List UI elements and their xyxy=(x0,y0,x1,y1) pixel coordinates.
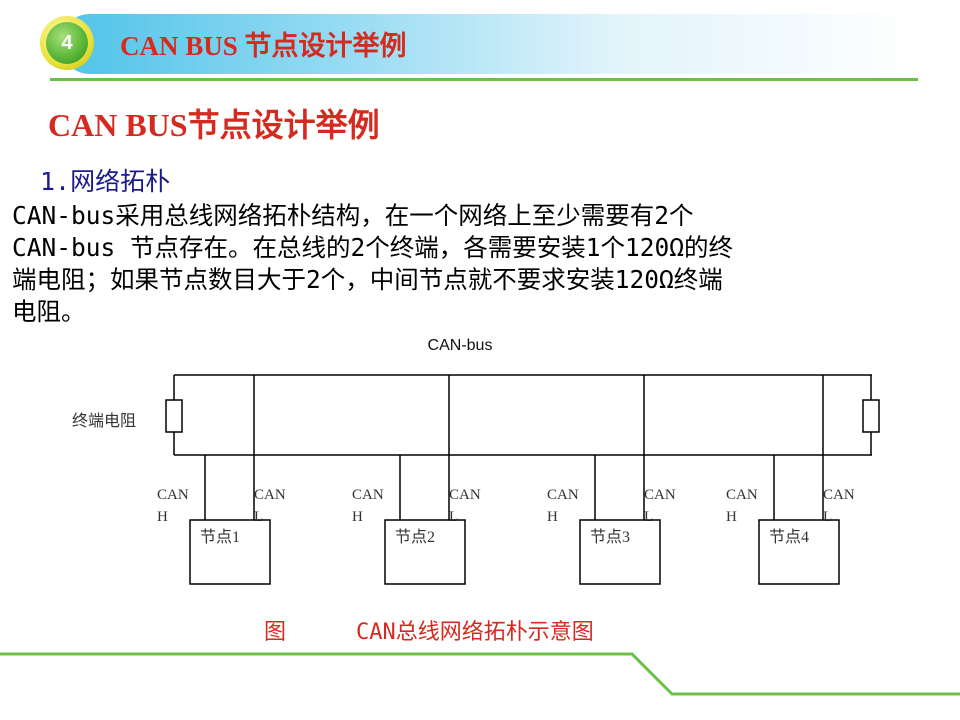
terminator-resistor-right xyxy=(862,399,880,433)
node-1: CAN H CAN L 节点1 xyxy=(157,375,286,585)
can-l-label: CAN xyxy=(449,487,481,503)
can-l-label: L xyxy=(254,509,263,525)
bus-label: CAN-bus xyxy=(428,337,493,354)
node-4: CAN H CAN L 节点4 xyxy=(726,375,855,585)
node-2: CAN H CAN L 节点2 xyxy=(352,375,481,585)
figure-caption: 图 CAN总线网络拓朴示意图 xyxy=(264,614,594,646)
section-heading: 1.网络拓朴 xyxy=(40,167,171,196)
can-h-label: H xyxy=(726,509,737,525)
can-l-label: L xyxy=(644,509,653,525)
can-topology-diagram: CAN-bus 终端电阻 CAN H CAN L 节点1 CAN H CAN L… xyxy=(72,337,880,585)
can-h-label: CAN xyxy=(726,487,758,503)
body-line: CAN-bus采用总线网络拓朴结构，在一个网络上至少需要有2个 xyxy=(12,201,694,230)
node-label: 节点3 xyxy=(590,528,630,546)
can-h-label: H xyxy=(547,509,558,525)
header-title: CAN BUS 节点设计举例 xyxy=(120,31,407,61)
header-divider xyxy=(50,78,918,81)
slide-number-badge: 4 xyxy=(46,22,88,64)
can-h-label: H xyxy=(352,509,363,525)
can-l-label: L xyxy=(449,509,458,525)
body-line: 电阻。 xyxy=(12,297,86,326)
body-line: CAN-bus 节点存在。在总线的2个终端，各需要安装1个120Ω的终 xyxy=(12,233,734,262)
can-l-label: L xyxy=(823,509,832,525)
page-title: CAN BUS节点设计举例 xyxy=(48,107,380,143)
body-paragraph: CAN-bus采用总线网络拓朴结构，在一个网络上至少需要有2个 CAN-bus … xyxy=(12,200,948,328)
header-band xyxy=(60,14,920,74)
footer-accent-line xyxy=(0,652,960,696)
caption-prefix: 图 xyxy=(264,620,287,645)
node-3: CAN H CAN L 节点3 xyxy=(547,375,676,585)
terminator-label: 终端电阻 xyxy=(72,412,136,430)
node-label: 节点2 xyxy=(395,528,435,546)
node-label: 节点1 xyxy=(200,528,240,546)
node-box xyxy=(384,519,466,585)
node-box xyxy=(758,519,840,585)
node-box xyxy=(189,519,271,585)
body-line: 端电阻；如果节点数目大于2个，中间节点就不要求安装120Ω终端 xyxy=(12,265,723,294)
caption-text: CAN总线网络拓朴示意图 xyxy=(356,620,594,645)
can-l-label: CAN xyxy=(644,487,676,503)
can-l-label: CAN xyxy=(254,487,286,503)
can-h-label: H xyxy=(157,509,168,525)
can-h-label: CAN xyxy=(352,487,384,503)
can-h-label: CAN xyxy=(157,487,189,503)
terminator-resistor-left xyxy=(165,399,183,433)
can-h-label: CAN xyxy=(547,487,579,503)
can-l-label: CAN xyxy=(823,487,855,503)
node-box xyxy=(579,519,661,585)
node-label: 节点4 xyxy=(769,528,809,546)
